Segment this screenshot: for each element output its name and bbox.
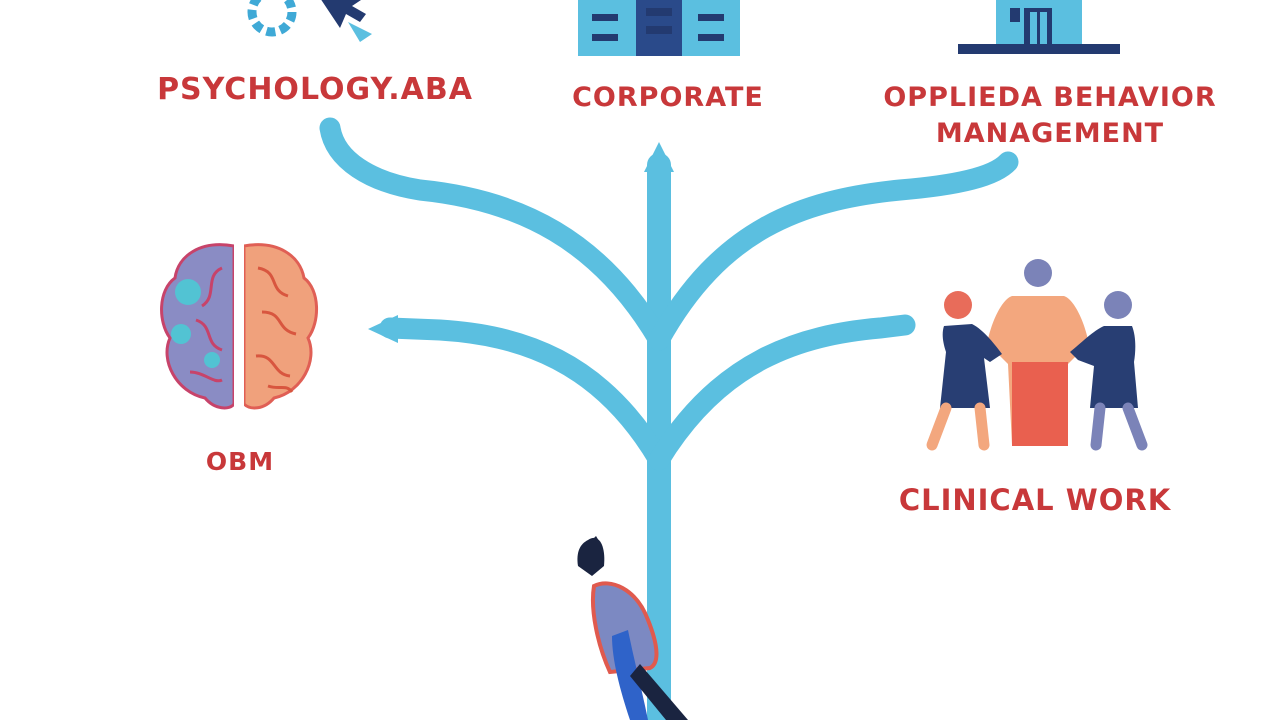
cursor-icon <box>321 0 372 42</box>
label-applied-line-1: OPPLIEDA BEHAVIOR <box>883 82 1217 113</box>
branch-upper-left <box>319 117 670 351</box>
label-clinical-work: CLINICAL WORK <box>898 483 1172 517</box>
label-applied-line-2: MANAGEMENT <box>935 118 1165 149</box>
brain-icon <box>160 243 319 410</box>
branch-lower-right <box>648 314 916 471</box>
label-psychology-aba: PSYCHOLOGY.ABA <box>157 72 473 107</box>
house-icon <box>958 0 1120 54</box>
trunk-arrow <box>644 142 674 172</box>
climbing-person-icon <box>577 536 688 720</box>
label-obm: OBM <box>205 447 275 476</box>
lower-left-arrow <box>368 315 398 343</box>
label-corporate: CORPORATE <box>572 82 764 113</box>
gear-icon <box>247 0 297 37</box>
label-applied-behavior-management: OPPLIEDA BEHAVIOR MANAGEMENT <box>850 80 1250 152</box>
office-building-icon <box>578 0 740 56</box>
branching-path <box>319 117 1019 720</box>
branch-upper-right <box>648 151 1019 351</box>
people-group-icon <box>926 259 1148 451</box>
branch-lower-left <box>379 317 670 471</box>
